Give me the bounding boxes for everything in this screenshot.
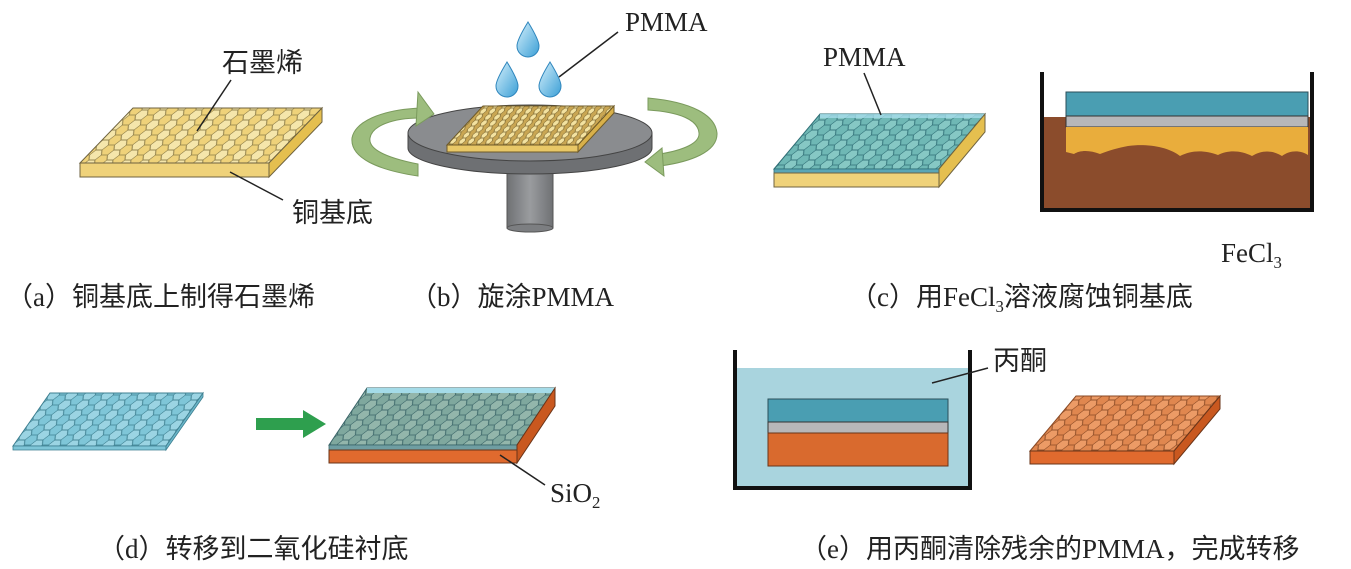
label-pmma-c: PMMA [823, 42, 906, 72]
pmma-layer-e [767, 398, 949, 423]
pmma-droplets [495, 21, 562, 98]
copper-leader-line [229, 171, 284, 201]
caption-d-prefix: （d） [98, 534, 166, 564]
fecl3-subscript: 3 [1273, 252, 1282, 272]
droplet-icon [516, 21, 540, 58]
caption-c-sub: 3 [995, 296, 1004, 316]
pmma-leader-line [558, 31, 619, 78]
label-acetone: 丙酮 [993, 346, 1047, 376]
caption-b-text: 旋涂PMMA [477, 282, 615, 312]
panel-b-substrate [445, 104, 616, 154]
rotation-arrow-left-icon [351, 90, 435, 177]
caption-a-text: 铜基底上制得石墨烯 [71, 282, 315, 312]
graphene-leader-line [196, 79, 232, 132]
caption-d-text: 转移到二氧化硅衬底 [165, 534, 409, 564]
caption-a: （a）铜基底上制得石墨烯 [6, 284, 315, 311]
panel-c-pmma-coated-plate [772, 112, 987, 189]
caption-c-prefix: （c） [850, 282, 916, 312]
beaker-walls-e [733, 350, 972, 490]
label-graphene: 石墨烯 [222, 48, 303, 78]
panel-a-copper-graphene-plate [78, 106, 324, 179]
panel-d-pmma-graphene-film [12, 391, 204, 452]
label-sio2: SiO2 [550, 478, 600, 511]
pmma-layer [1065, 91, 1309, 117]
graphene-layer [1065, 115, 1309, 128]
caption-e-prefix: （e） [800, 534, 866, 564]
sio2-base: SiO [550, 478, 593, 508]
pmma-leader-line-c [863, 72, 882, 116]
caption-c: （c）用FeCl3溶液腐蚀铜基底 [850, 282, 1193, 315]
graphene-layer-e [767, 421, 949, 434]
caption-b: （b）旋涂PMMA [410, 284, 614, 311]
sio2-leader-line [499, 454, 546, 486]
droplet-icon [538, 61, 562, 98]
label-copper-substrate: 铜基底 [292, 198, 373, 228]
label-pmma-b: PMMA [625, 7, 708, 37]
label-fecl3: FeCl3 [1221, 238, 1282, 271]
transfer-arrow-icon [256, 410, 326, 438]
acetone-leader-line [931, 367, 989, 384]
panel-d-sio2-substrate [328, 386, 556, 465]
beaker-walls [1040, 72, 1314, 212]
droplet-icon [495, 61, 519, 98]
rotation-arrow-right-icon [644, 97, 718, 178]
acetone-beaker [733, 350, 972, 490]
copper-layer [1066, 127, 1308, 156]
sio2-subscript: 2 [592, 492, 601, 512]
fecl3-base: FeCl [1221, 238, 1274, 268]
caption-b-prefix: （b） [410, 282, 478, 312]
sio2-layer-e [767, 432, 949, 467]
fecl3-etching-beaker [1040, 72, 1314, 212]
caption-d: （d）转移到二氧化硅衬底 [98, 536, 409, 563]
panel-e-final-graphene-on-sio2 [1028, 394, 1222, 466]
caption-e: （e）用丙酮清除残余的PMMA，完成转移 [800, 536, 1300, 563]
caption-c-post: 溶液腐蚀铜基底 [1003, 282, 1193, 312]
caption-c-pre: 用FeCl [915, 282, 996, 312]
caption-a-prefix: （a） [6, 282, 72, 312]
spin-coater-post [506, 167, 554, 229]
caption-e-text: 用丙酮清除残余的PMMA，完成转移 [865, 534, 1300, 564]
